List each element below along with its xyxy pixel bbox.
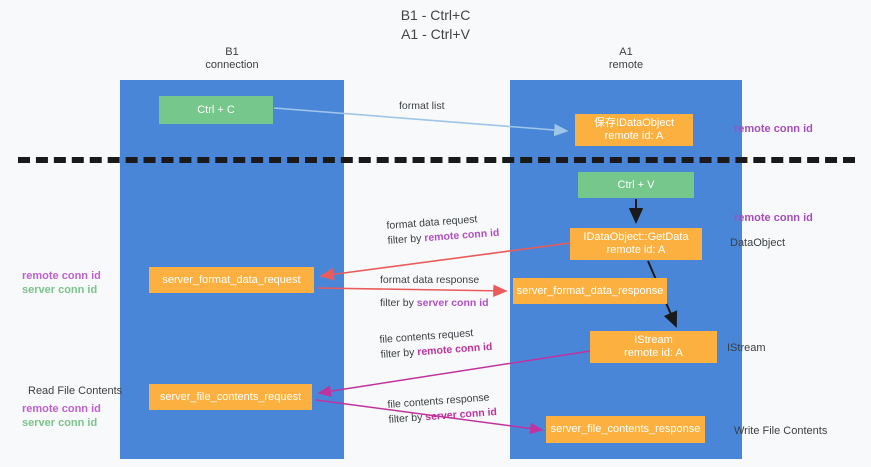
edge-label-format-data-response: format data response filter by server co… xyxy=(380,273,489,311)
node-idataobject-getdata[interactable]: IDataObject::GetData remote id: A xyxy=(570,228,702,260)
edge-label-file-contents-request: file contents request filter by remote c… xyxy=(379,325,493,363)
filter-value-server-conn-id: server conn id xyxy=(416,297,489,309)
node-save-idataobject[interactable]: 保存IDataObject remote id: A xyxy=(575,114,693,146)
node-server-file-contents-request[interactable]: server_file_contents_request xyxy=(149,384,312,410)
annotation-dataobject: DataObject xyxy=(730,237,786,249)
edge-label-line-2: filter by server conn id xyxy=(380,296,489,311)
node-server-format-data-response[interactable]: server_format_data_response xyxy=(513,278,667,304)
annotation-remote-conn-id-mid: remote conn id xyxy=(734,212,813,224)
dashed-divider xyxy=(18,157,855,163)
edge-label-line-1: format data response xyxy=(380,274,480,286)
annotation-conn-id-pair-top: remote conn id server conn id xyxy=(22,269,101,297)
filter-prefix: filter by xyxy=(388,411,426,426)
node-ctrl-c[interactable]: Ctrl + C xyxy=(159,96,273,124)
filter-prefix: filter by xyxy=(387,232,425,247)
edge-label-file-contents-response: file contents response filter by server … xyxy=(387,390,497,428)
diagram-title: B1 - Ctrl+C A1 - Ctrl+V xyxy=(400,7,471,42)
annotation-server-conn-id: server conn id xyxy=(22,417,98,429)
filter-value-remote-conn-id: remote conn id xyxy=(423,226,500,245)
annotation-remote-conn-id-top: remote conn id xyxy=(734,123,813,135)
node-ctrl-v[interactable]: Ctrl + V xyxy=(578,172,694,198)
lane-header-a1: A1 remote xyxy=(608,46,644,71)
annotation-server-conn-id: server conn id xyxy=(22,284,98,296)
annotation-istream: IStream xyxy=(727,342,766,354)
edge-label-format-list: format list xyxy=(399,100,445,112)
annotation-remote-conn-id: remote conn id xyxy=(22,403,101,415)
filter-value-remote-conn-id: remote conn id xyxy=(416,340,493,359)
lane-header-b1: B1 connection xyxy=(205,46,259,71)
annotation-write-file-contents: Write File Contents xyxy=(734,425,828,437)
edge-label-format-data-request: format data request filter by remote con… xyxy=(386,211,500,249)
annotation-read-file-contents: Read File Contents xyxy=(28,385,123,397)
filter-prefix: filter by xyxy=(380,346,418,361)
annotation-remote-conn-id: remote conn id xyxy=(22,270,101,282)
node-istream[interactable]: IStream remote id: A xyxy=(590,331,717,363)
node-server-file-contents-response[interactable]: server_file_contents_response xyxy=(546,416,705,443)
filter-value-server-conn-id: server conn id xyxy=(424,406,498,424)
filter-prefix: filter by xyxy=(380,297,417,309)
node-server-format-data-request[interactable]: server_format_data_request xyxy=(149,267,314,293)
annotation-conn-id-pair-bottom: remote conn id server conn id xyxy=(22,402,101,430)
